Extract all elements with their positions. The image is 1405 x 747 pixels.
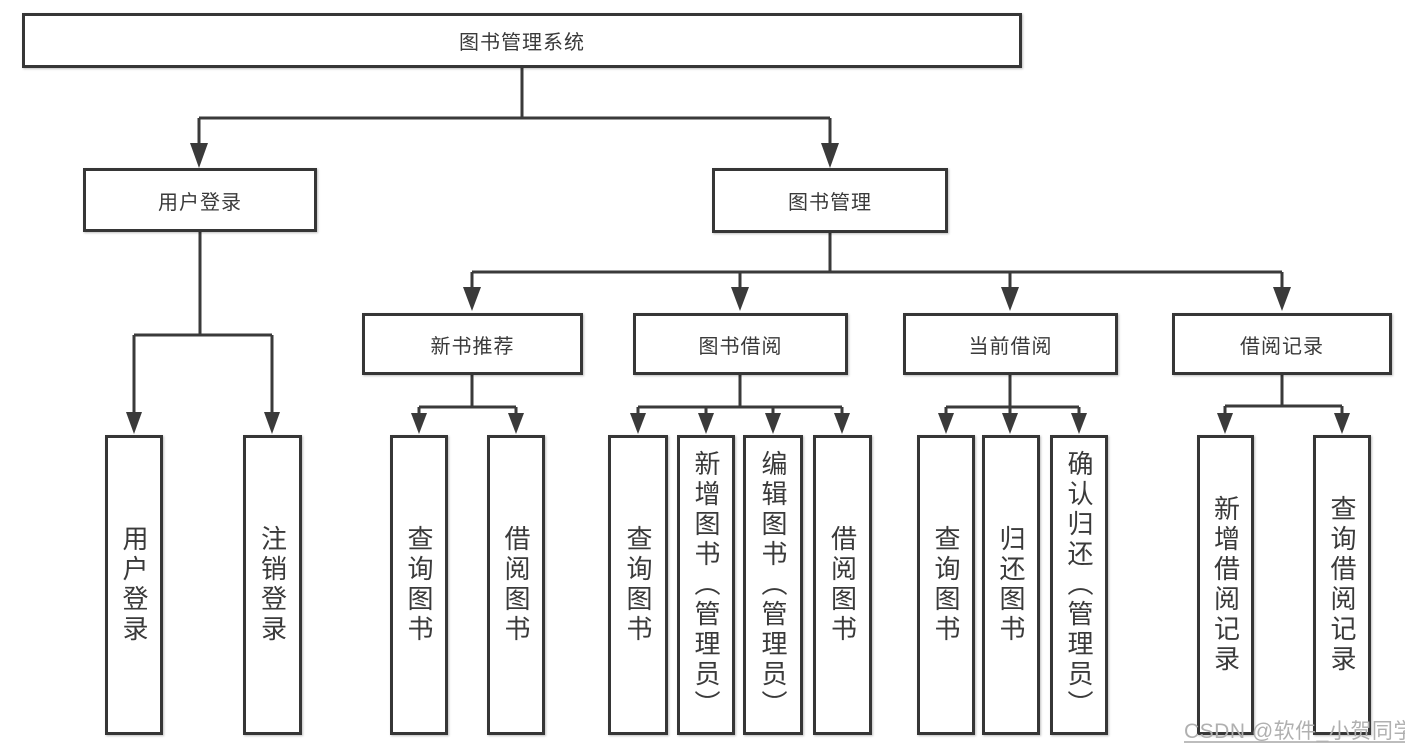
arrowhead [1217, 413, 1233, 434]
node-label: 新书推荐 [430, 335, 515, 358]
leaf-label: 查询图书 [623, 525, 653, 645]
leaf-borrow-books-recommend: 借阅图书 [487, 435, 545, 735]
leaf-query-books-borrow: 查询图书 [608, 435, 668, 735]
leaf-label: 新增借阅记录 [1210, 495, 1241, 675]
connector-book-management-to-level2 [463, 233, 1291, 311]
leaf-label: 用户登录 [119, 525, 149, 645]
leaf-add-books-admin: 新增图书（管理员） [677, 435, 735, 735]
leaf-query-borrow-record: 查询借阅记录 [1313, 435, 1371, 735]
arrowhead [1001, 287, 1019, 311]
leaf-query-books-recommend: 查询图书 [390, 435, 448, 735]
arrowhead [264, 412, 280, 434]
node-label: 图书管理 [788, 192, 872, 214]
arrowhead [1071, 413, 1087, 434]
leaf-label: 借阅图书 [827, 525, 858, 645]
connector-user-login-to-leaves [126, 232, 280, 434]
node-label: 图书借阅 [698, 335, 783, 358]
arrowhead [508, 413, 524, 434]
arrowhead [1273, 287, 1291, 311]
connector-borrow-records-to-leaves [1217, 375, 1350, 434]
leaf-label: 新增图书（管理员） [691, 450, 721, 720]
node-book-management: 图书管理 [712, 168, 948, 233]
connector-current-borrow-to-leaves [938, 375, 1087, 434]
connector-root-to-level1 [190, 68, 839, 168]
leaf-edit-books-admin: 编辑图书（管理员） [743, 435, 803, 735]
leaf-label: 查询图书 [931, 525, 961, 645]
node-label: 借阅记录 [1240, 335, 1324, 358]
leaf-return-books: 归还图书 [982, 435, 1040, 735]
node-library-management-system: 图书管理系统 [22, 13, 1022, 68]
leaf-confirm-return-admin: 确认归还（管理员） [1050, 435, 1108, 735]
arrowhead [1334, 413, 1350, 434]
node-new-book-recommend: 新书推荐 [362, 313, 583, 375]
node-book-borrow: 图书借阅 [633, 313, 848, 375]
arrowhead [411, 413, 427, 434]
arrowhead [190, 143, 208, 168]
node-label: 图书管理系统 [459, 32, 585, 54]
leaf-label: 查询借阅记录 [1327, 495, 1357, 675]
connector-book-borrow-to-leaves [630, 375, 850, 434]
leaf-user-login: 用户登录 [105, 435, 163, 735]
leaf-label: 注销登录 [257, 525, 288, 645]
leaf-label: 归还图书 [996, 525, 1026, 645]
arrowhead [1002, 413, 1018, 434]
leaf-label: 编辑图书（管理员） [758, 450, 788, 720]
csdn-watermark: CSDN @软件_小贺同学 [1184, 720, 1405, 743]
arrowhead [834, 413, 850, 434]
arrowhead [463, 287, 481, 311]
node-borrow-records: 借阅记录 [1172, 313, 1392, 375]
leaf-logout: 注销登录 [243, 435, 302, 735]
node-current-borrow: 当前借阅 [903, 313, 1118, 375]
leaf-label: 借阅图书 [501, 525, 531, 645]
connector-new-book-recommend-to-leaves [411, 375, 524, 434]
arrowhead [731, 287, 749, 311]
leaf-label: 查询图书 [404, 525, 434, 645]
arrowhead [938, 413, 954, 434]
arrowhead [630, 413, 646, 434]
leaf-borrow-books: 借阅图书 [813, 435, 872, 735]
node-label: 用户登录 [158, 191, 242, 214]
arrowhead [765, 413, 781, 434]
node-user-login: 用户登录 [83, 168, 317, 232]
node-label: 当前借阅 [968, 335, 1053, 358]
arrowhead [126, 412, 142, 434]
arrowhead [698, 413, 714, 434]
leaf-label: 确认归还（管理员） [1064, 450, 1094, 720]
arrowhead [821, 143, 839, 168]
leaf-add-borrow-record: 新增借阅记录 [1197, 435, 1254, 735]
leaf-query-books-current: 查询图书 [917, 435, 975, 735]
